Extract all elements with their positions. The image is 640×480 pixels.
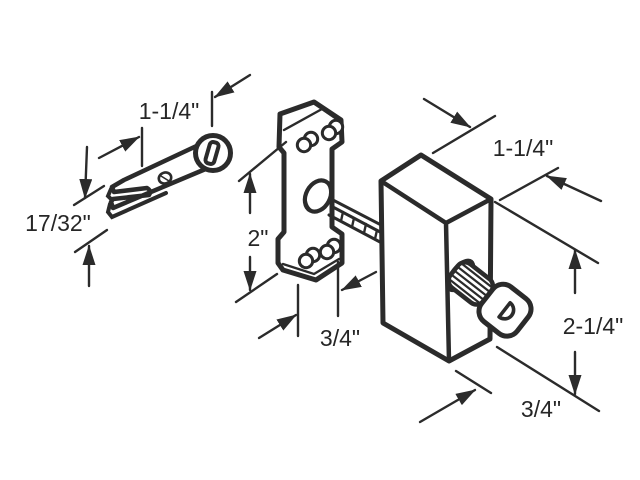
tick-plate-height-top [237, 140, 288, 183]
dim-label-plate-width: 3/4" [320, 325, 360, 351]
dim-label-lock-depth: 3/4" [521, 396, 561, 422]
dim-label-plate-height: 2" [248, 225, 269, 251]
arrow-latch-width-right [213, 73, 252, 99]
arrow-latch-height-down [79, 145, 93, 200]
tick-plate-height-bottom [234, 272, 279, 304]
dim-label-lock-top-width: 1-1/4" [493, 135, 554, 161]
plate-top-edge [282, 107, 340, 132]
ext-line-lock-height-bottom [495, 345, 601, 413]
mounting-plate [275, 99, 345, 283]
plate-bottom-edge [281, 257, 341, 276]
plate-screws [295, 118, 345, 270]
lock-body-inner-edges [378, 178, 494, 364]
screw-icon [295, 136, 313, 154]
key-bow-hole [497, 300, 516, 321]
latch-keeper [105, 133, 233, 220]
dim-label-lock-height: 2-1/4" [563, 313, 624, 339]
screw-icon [297, 252, 315, 270]
arrow-lock-top-right [545, 174, 603, 203]
arrow-lock-top-left [422, 97, 472, 129]
rack-bar [327, 197, 385, 244]
lock-body [378, 152, 494, 364]
arrow-lock-depth [418, 388, 477, 424]
thumb-key [445, 258, 534, 339]
tick-latch-height-top [72, 184, 106, 207]
latch-screw-slot-mark [160, 175, 170, 182]
arrow-plate-width-right [340, 270, 378, 292]
arrow-plate-width-left [257, 313, 298, 340]
plate-center-hole [302, 178, 334, 214]
latch-screw-hole [157, 171, 173, 185]
rack-bar-edges [327, 197, 385, 244]
tick-lock-depth [454, 369, 493, 395]
lock-body-outline [378, 152, 494, 364]
screw-icon [318, 243, 336, 261]
plate-hole-thickness-arc [305, 200, 318, 213]
tick-lock-top-right [498, 166, 560, 202]
dimension-annotations: 1-1/4" 17/32" 2" 3/4" 1-1/4" 2-1/4" [25, 73, 624, 424]
dim-label-latch-width: 1-1/4" [139, 98, 200, 124]
dim-label-latch-height: 17/32" [25, 210, 91, 236]
tick-lock-top-left [431, 114, 497, 155]
arrow-latch-width-left [97, 135, 141, 160]
latch-head-slot [203, 140, 221, 166]
rack-bar-teeth [339, 210, 379, 241]
tick-latch-height-bottom [73, 228, 109, 254]
screw-icon [320, 124, 338, 142]
key-grip-ridges [449, 263, 493, 304]
ext-line-lock-height-top [493, 200, 600, 265]
